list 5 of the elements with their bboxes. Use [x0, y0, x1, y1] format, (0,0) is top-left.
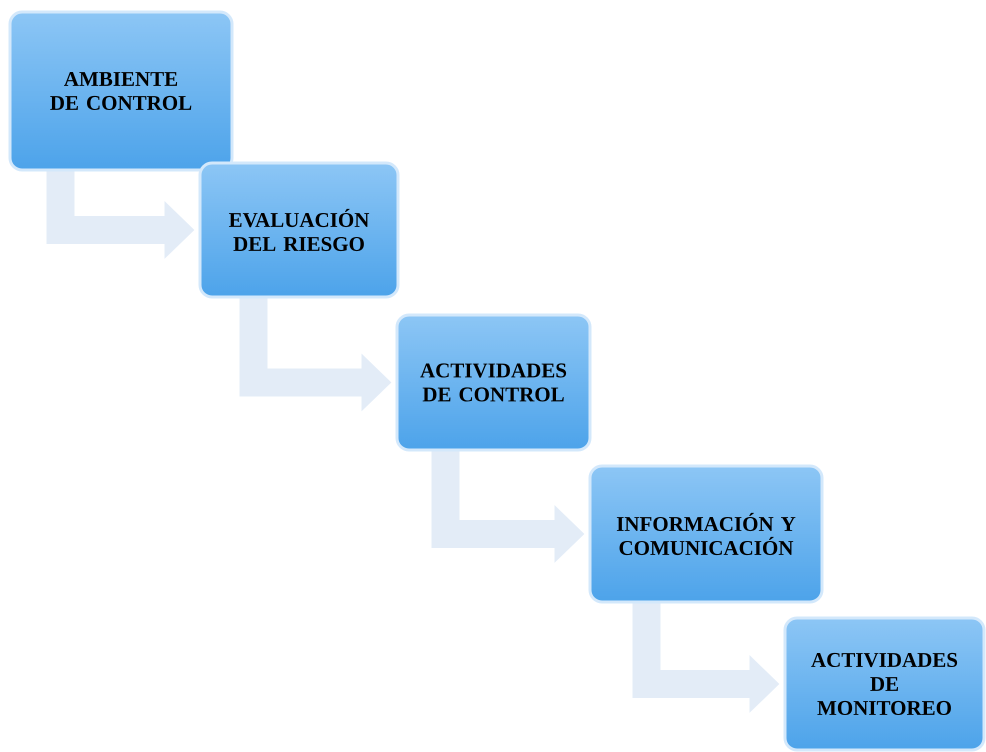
process-box: AMBIENTE DE CONTROL [8, 10, 234, 172]
process-box: INFORMACIÓN Y COMUNICACIÓN [588, 464, 824, 604]
process-box: ACTIVIDADES DE MONITOREO [784, 616, 986, 752]
process-box: ACTIVIDADES DE CONTROL [396, 313, 592, 452]
process-box: EVALUACIÓN DEL RIESGO [198, 162, 400, 298]
